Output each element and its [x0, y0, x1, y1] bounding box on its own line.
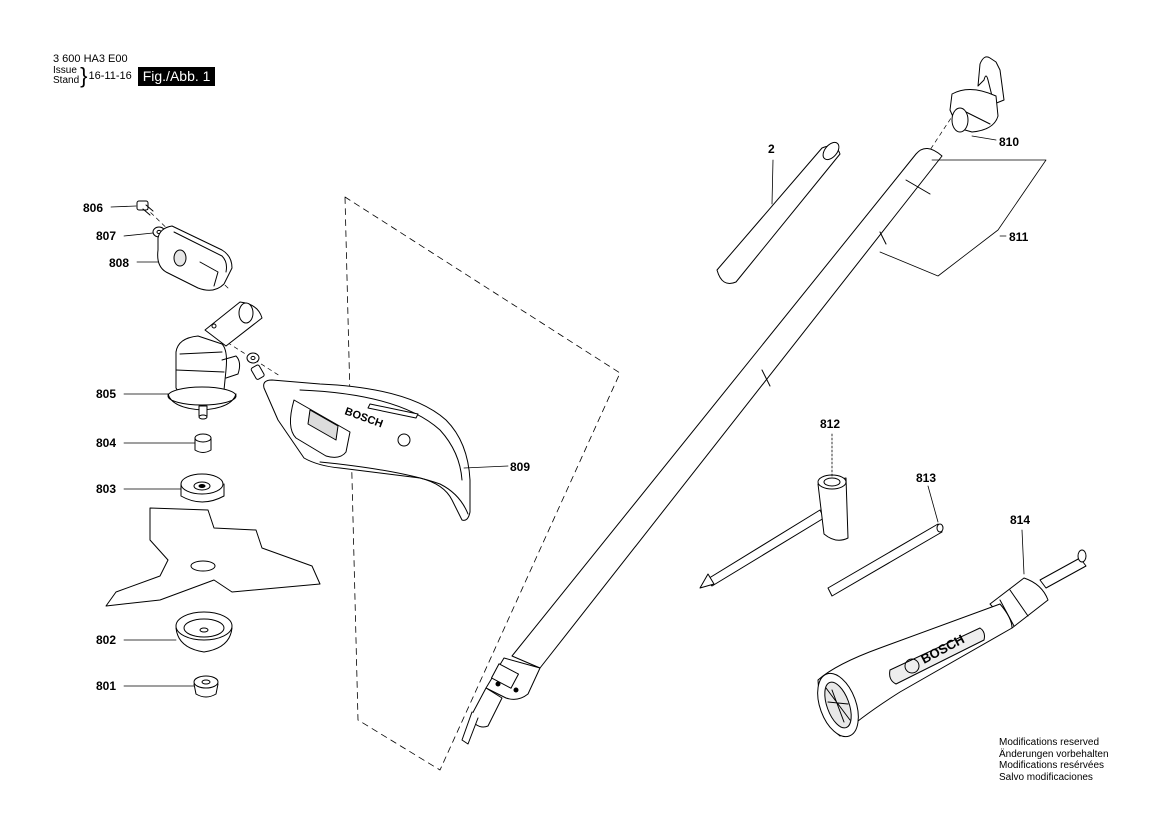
pin-813-part	[827, 523, 944, 597]
callout-807: 807	[96, 229, 116, 243]
grease-gun-814-part	[817, 549, 1087, 738]
spacer-804-part	[194, 433, 212, 453]
leader-813	[927, 485, 939, 523]
leader-2	[771, 159, 774, 205]
callout-810: 810	[999, 135, 1019, 149]
callout-804: 804	[96, 436, 116, 450]
modifications-notice: Modifications reserved Änderungen vorbeh…	[999, 737, 1109, 783]
modifications-line-en: Modifications reserved	[999, 737, 1100, 748]
leader-809	[463, 465, 509, 469]
issue-labels: Issue Stand	[53, 66, 79, 86]
socket-wrench-812-part	[699, 474, 849, 589]
leader-810	[971, 135, 997, 141]
guard-screw-part	[246, 352, 265, 380]
callout-811: 811	[1009, 230, 1029, 244]
issue-date: 16-11-16	[88, 70, 132, 82]
callout-806: 806	[83, 201, 103, 215]
leader-811	[879, 159, 1047, 277]
callout-805: 805	[96, 387, 116, 401]
leader-814	[1021, 529, 1025, 575]
brace-glyph: }	[80, 63, 88, 88]
callout-814: 814	[1010, 513, 1030, 527]
gear-head-805-part	[167, 335, 241, 420]
clamp-cover-808-part	[157, 225, 233, 291]
thrust-cup-802-part	[175, 611, 233, 653]
blade-holder-803-part	[180, 473, 225, 503]
callout-809: 809	[510, 460, 530, 474]
shaft-axis-line	[929, 111, 956, 151]
leader-lines	[110, 135, 1047, 687]
issue-block: Issue Stand } 16-11-16 Fig./Abb. 1	[53, 63, 216, 88]
callout-802: 802	[96, 633, 116, 647]
callout-813: 813	[916, 471, 936, 485]
stand-label: Stand	[53, 75, 80, 86]
modifications-line-es: Salvo modificaciones	[999, 771, 1093, 783]
shaft-cap-810-part	[949, 56, 1005, 133]
screw-806-part	[136, 200, 154, 216]
document-number: 3 600 HA3 E00	[53, 53, 128, 65]
nut-801-part	[193, 675, 219, 698]
leader-806	[110, 205, 137, 208]
callout-812: 812	[820, 417, 840, 431]
three-tooth-blade-part	[105, 507, 321, 607]
modifications-line-fr: Modifications resérvées	[999, 760, 1105, 771]
callout-2: 2	[768, 142, 775, 156]
leader-807	[123, 232, 154, 237]
callout-803: 803	[96, 482, 116, 496]
adapter-tube-part	[204, 301, 263, 347]
handle-sleeve-2-part	[716, 141, 841, 284]
callout-808: 808	[109, 256, 129, 270]
assembly-dashed-frame	[344, 196, 621, 771]
callout-801: 801	[96, 679, 116, 693]
issue-label: Issue	[53, 65, 77, 76]
drive-shaft-811-part	[461, 148, 943, 745]
figure-label: Fig./Abb. 1	[137, 66, 216, 86]
callout-labels: 806 807 808 805 804 803 802 801 809 2 81…	[83, 135, 1030, 693]
modifications-line-de: Änderungen vorbehalten	[999, 748, 1109, 760]
blade-guard-809-part	[263, 379, 471, 521]
